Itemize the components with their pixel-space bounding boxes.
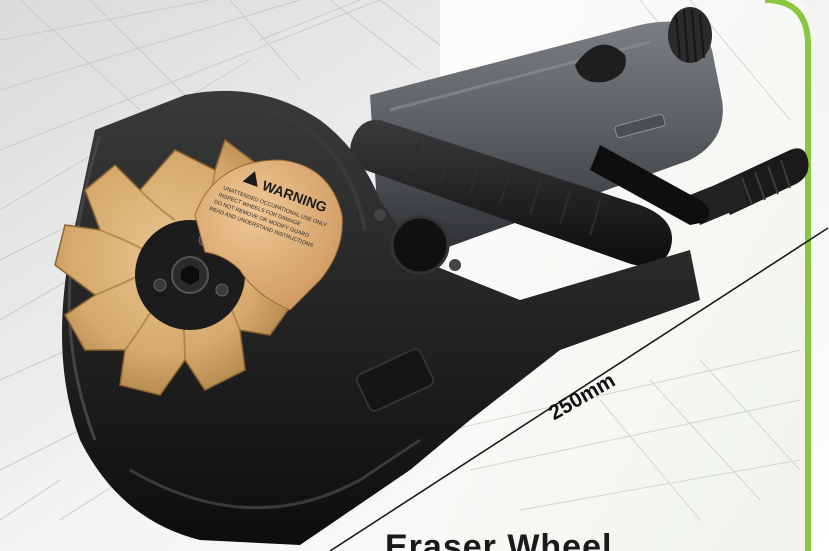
panel-line-pattern [449,0,801,521]
dimension-line [329,227,829,551]
brand-plate [614,113,666,139]
warning-decal: WARNING UNATTENDED OCCUPATIONAL USE ONLY… [194,159,343,311]
section-heading: Eraser Wheel [385,528,613,551]
throttle-lever [590,145,709,225]
depth-adjust-latch [355,348,435,412]
speed-dial-knob [575,44,626,83]
warning-triangle-icon [242,171,258,188]
side-handle [350,119,672,267]
panel-green-border [764,0,811,551]
